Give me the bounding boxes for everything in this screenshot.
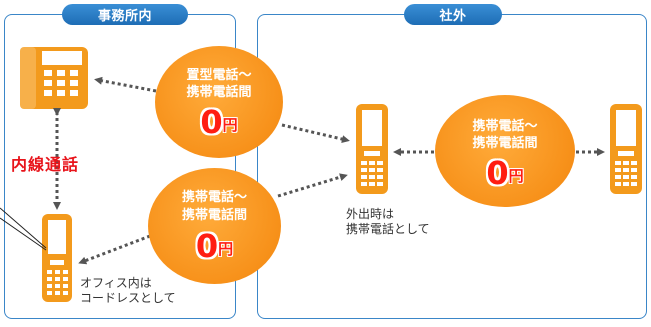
caption-line: オフィス内は	[80, 276, 152, 290]
price-amount: 0	[195, 227, 219, 265]
cost-bubble-mobile-to-mobile-outside: 携帯電話〜 携帯電話間 0円	[435, 95, 575, 207]
caption-line: 外出時は	[346, 207, 395, 221]
price-unit: 円	[508, 167, 524, 185]
office-header: 事務所内	[62, 4, 188, 25]
price-amount: 0	[486, 154, 509, 192]
zero-yen-price: 0円	[155, 106, 283, 141]
outside-caption: 外出時は 携帯電話として	[346, 207, 430, 237]
office-caption: オフィス内は コードレスとして	[80, 276, 176, 306]
desk-phone-icon	[20, 47, 88, 109]
price-unit: 円	[222, 116, 238, 134]
price-amount: 0	[200, 103, 223, 141]
outside-mobile-phone-icon	[356, 104, 388, 194]
bubble-line-2: 携帯電話間	[472, 136, 538, 151]
outside-header: 社外	[404, 4, 502, 25]
connection-arrows	[53, 76, 605, 265]
caption-line: コードレスとして	[80, 291, 176, 305]
price-unit: 円	[218, 240, 234, 258]
zero-yen-price: 0円	[435, 157, 575, 192]
bubble-line-2: 携帯電話間	[186, 85, 252, 100]
office-mobile-phone-icon	[42, 214, 72, 302]
pointer-lines	[0, 207, 47, 251]
bubble-line-1: 携帯電話〜	[181, 190, 247, 205]
remote-mobile-phone-icon	[610, 104, 642, 194]
bubble-line-1: 携帯電話〜	[472, 119, 538, 134]
zero-yen-price: 0円	[148, 230, 281, 265]
internal-call-label: 内線通話	[11, 155, 80, 174]
cost-bubble-mobile-to-mobile-office: 携帯電話〜 携帯電話間 0円	[148, 168, 281, 284]
caption-line: 携帯電話として	[346, 222, 430, 236]
cost-bubble-desk-to-mobile: 置型電話〜 携帯電話間 0円	[155, 46, 283, 158]
bubble-line-1: 置型電話〜	[186, 68, 252, 83]
bubble-line-2: 携帯電話間	[181, 208, 247, 223]
